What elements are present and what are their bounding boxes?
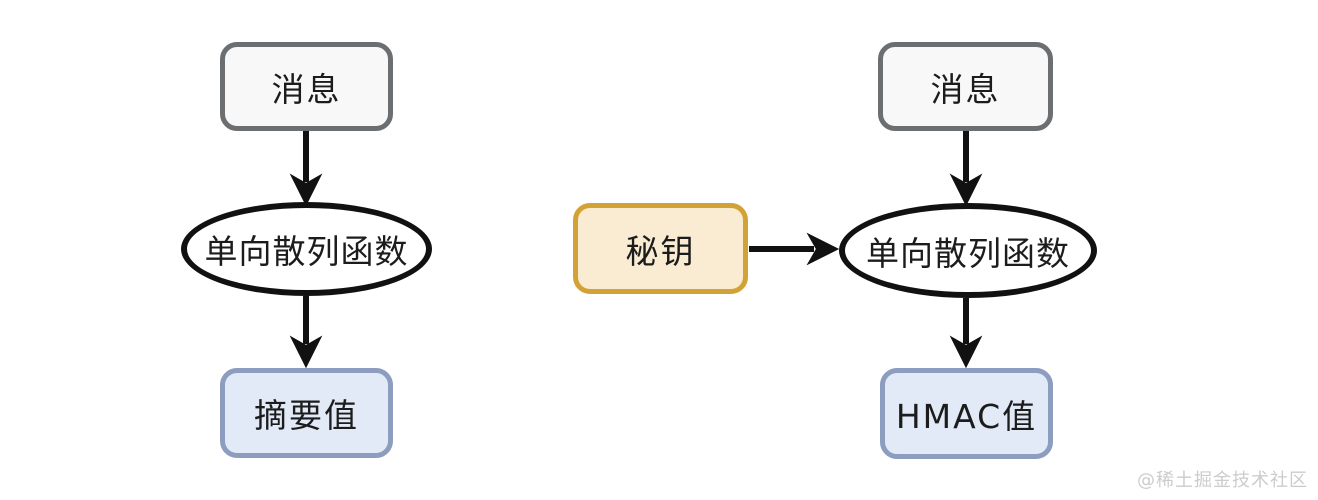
digest-label: 摘要值 bbox=[254, 396, 359, 435]
message-label-right: 消息 bbox=[930, 69, 1001, 109]
arrow-key-to-hash-icon bbox=[749, 232, 840, 266]
hash-function-ellipse-right: 单向散列函数 bbox=[839, 203, 1097, 298]
hmac-node: HMAC值 bbox=[880, 368, 1053, 459]
digest-node: 摘要值 bbox=[220, 368, 393, 458]
message-node-right: 消息 bbox=[878, 42, 1053, 131]
arrow-right-hash-to-hmac-icon bbox=[949, 298, 983, 369]
watermark: @稀土掘金技术社区 bbox=[1137, 470, 1308, 491]
hash-function-label-right: 单向散列函数 bbox=[866, 233, 1070, 273]
key-label: 秘钥 bbox=[625, 231, 696, 271]
arrow-left-message-to-hash-icon bbox=[289, 130, 323, 207]
message-node-left: 消息 bbox=[220, 42, 393, 131]
hash-function-ellipse-left: 单向散列函数 bbox=[181, 202, 432, 296]
key-node: 秘钥 bbox=[573, 203, 748, 294]
arrow-right-message-to-hash-icon bbox=[949, 130, 983, 207]
arrow-left-hash-to-digest-icon bbox=[289, 296, 323, 369]
hmac-label: HMAC值 bbox=[895, 396, 1038, 436]
message-label-left: 消息 bbox=[271, 69, 342, 109]
hash-function-label-left: 单向散列函数 bbox=[204, 232, 409, 271]
